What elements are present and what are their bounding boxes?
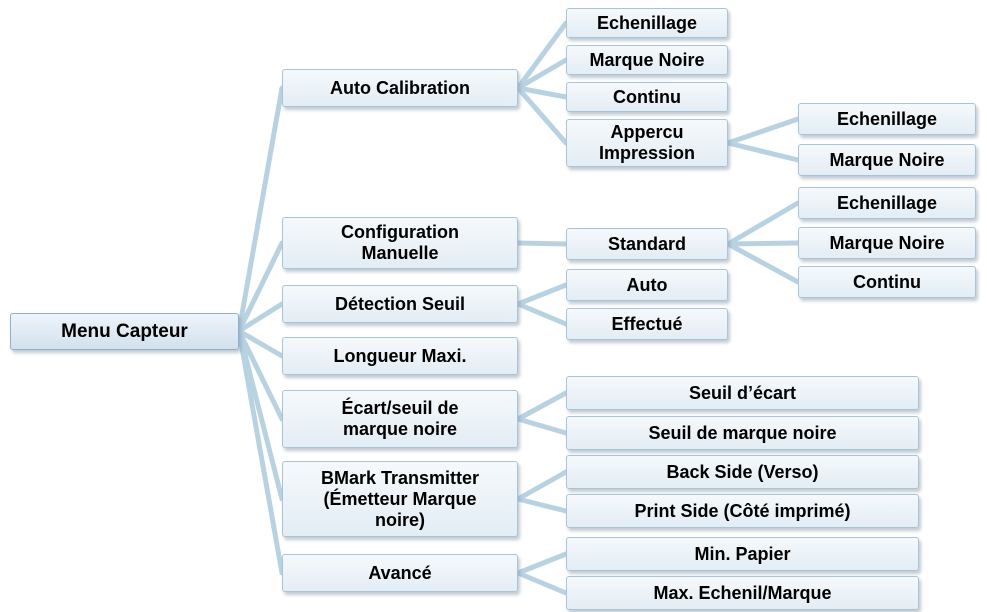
- node-appercu-echenillage: Echenillage: [798, 103, 976, 135]
- connector-avance-min: [515, 551, 569, 576]
- connector-autocal-continu: [515, 85, 569, 100]
- connector-standard-echenillage: [725, 200, 801, 247]
- node-standard-continu: Continu: [798, 266, 976, 298]
- node-appercu-marque-noire: Marque Noire: [798, 144, 976, 176]
- connector-root-ecart: [236, 328, 285, 422]
- node-auto-calibration-continu: Continu: [566, 82, 728, 112]
- node-auto-calibration-appercu-impression: Appercu Impression: [566, 119, 728, 167]
- root-menu-capteur: Menu Capteur: [10, 313, 239, 350]
- node-print-side: Print Side (Côté imprimé): [566, 494, 919, 528]
- connector-autocal-appercu: [515, 85, 569, 146]
- node-bmark-transmitter: BMark Transmitter (Émetteur Marque noire…: [282, 461, 518, 537]
- connector-root-auto-cal: [236, 85, 285, 334]
- connector-root-longueur: [236, 328, 285, 359]
- node-standard-echenillage: Echenillage: [798, 187, 976, 219]
- connector-bmark-back: [515, 469, 569, 502]
- root-label: Menu Capteur: [61, 321, 188, 342]
- node-seuil-ecart: Seuil d’écart: [566, 376, 919, 410]
- node-detection-seuil: Détection Seuil: [282, 285, 518, 323]
- connector-standard-continu: [725, 241, 801, 285]
- node-back-side: Back Side (Verso): [566, 455, 919, 489]
- connector-autocal-marque: [515, 57, 569, 91]
- node-auto-calibration-echenillage: Echenillage: [566, 8, 728, 38]
- node-ecart-seuil-marque-noire: Écart/seuil de marque noire: [282, 390, 518, 448]
- node-max-echenil-marque: Max. Echenil/Marque: [566, 576, 919, 610]
- connector-standard-marque: [725, 240, 801, 247]
- node-longueur-maxi: Longueur Maxi.: [282, 337, 518, 375]
- connector-ecart-seuil: [515, 390, 569, 422]
- node-detection-effectue: Effectué: [566, 308, 728, 340]
- connector-autocal-echenillage: [515, 20, 569, 91]
- connector-appercu-echenillage: [725, 116, 801, 146]
- connector-root-avance: [236, 328, 285, 576]
- connector-detection-effectue: [515, 301, 569, 327]
- node-configuration-manuelle: Configuration Manuelle: [282, 217, 518, 269]
- node-configuration-standard: Standard: [566, 228, 728, 260]
- node-detection-auto: Auto: [566, 269, 728, 301]
- node-auto-calibration-marque-noire: Marque Noire: [566, 45, 728, 75]
- node-auto-calibration: Auto Calibration: [282, 69, 518, 107]
- node-standard-marque-noire: Marque Noire: [798, 227, 976, 259]
- node-min-papier: Min. Papier: [566, 537, 919, 571]
- connector-avance-max: [515, 570, 569, 596]
- connector-appercu-marque: [725, 140, 801, 163]
- node-seuil-marque-noire: Seuil de marque noire: [566, 416, 919, 450]
- connector-detection-auto: [515, 282, 569, 307]
- node-avance: Avancé: [282, 554, 518, 592]
- connector-bmark-print: [515, 496, 569, 514]
- connector-root-config: [236, 240, 285, 334]
- connector-ecart-marque: [515, 416, 569, 436]
- connector-config-standard: [515, 240, 569, 247]
- connector-root-detection: [236, 301, 285, 334]
